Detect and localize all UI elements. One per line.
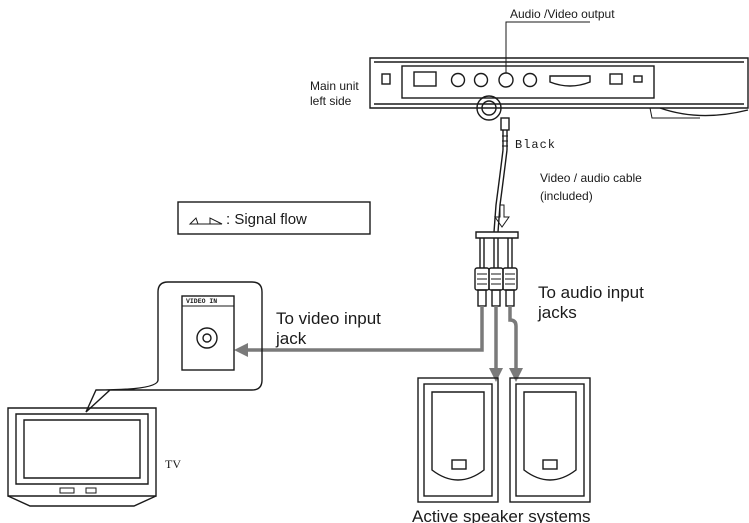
tv-label: TV [165,457,181,471]
left-side-label: left side [310,94,352,108]
video-signal-arrow [244,306,484,352]
to-video-label-line1: To video input [276,309,381,328]
signal-flow-label: : Signal flow [226,211,307,228]
tv [7,407,157,507]
av-cable [474,117,519,307]
tv-callout: VIDEO IN [85,281,263,413]
to-audio-label-line2: jacks [537,303,577,322]
to-video-label-line2: jack [275,329,307,348]
video-in-label: VIDEO IN [186,298,217,305]
video-in-jack [196,327,218,349]
signal-flow-legend [177,201,371,235]
cable-signal-arrow-icon [494,204,510,228]
signal-flow-arrow-icon [188,217,223,225]
main-unit-label: Main unit [310,79,359,93]
speaker-right [509,377,591,503]
av-output-jack [498,72,514,88]
cable-label-line1: Video / audio cable [540,171,642,185]
av-output-label: Audio /Video output [510,7,615,21]
main-unit [369,57,749,121]
black-label: Black [515,138,556,152]
cable-label-line2: (included) [540,189,593,203]
to-audio-label-line1: To audio input [538,283,644,302]
speakers-label: Active speaker systems [412,507,591,523]
speaker-left [417,377,499,503]
audio-signal-arrow-right [508,306,518,372]
